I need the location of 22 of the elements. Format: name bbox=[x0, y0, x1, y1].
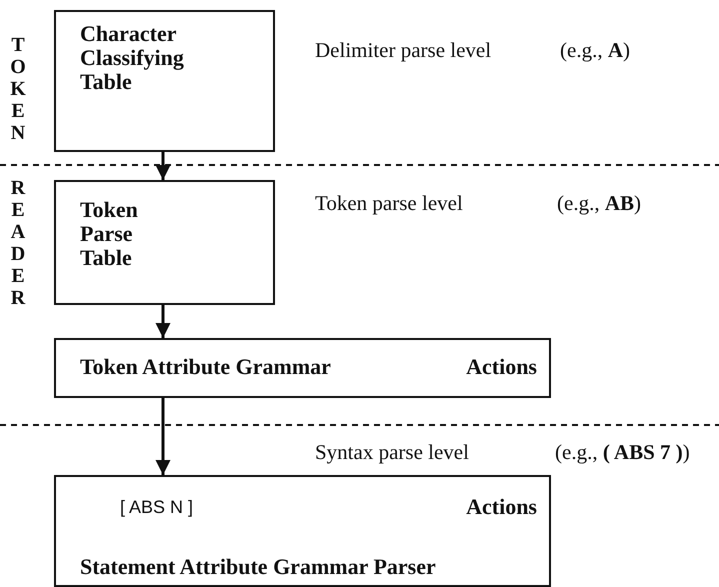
vertical-label: READER bbox=[10, 177, 26, 309]
box-title: Character Classifying Table bbox=[80, 22, 185, 94]
level-label: Token parse level bbox=[315, 191, 463, 215]
level-label: (e.g., A) bbox=[560, 38, 630, 62]
process-box bbox=[54, 180, 275, 305]
box-text: Token Attribute Grammar bbox=[80, 355, 331, 379]
box-title: Token Parse Table bbox=[80, 198, 139, 270]
level-label: (e.g., ( ABS 7 )) bbox=[555, 440, 690, 464]
process-box bbox=[54, 475, 551, 587]
vertical-label: TOKEN bbox=[9, 34, 27, 144]
level-label: Delimiter parse level bbox=[315, 38, 492, 62]
arrow bbox=[156, 152, 170, 180]
arrow bbox=[156, 398, 170, 475]
process-box bbox=[54, 10, 275, 152]
box-text: Actions bbox=[466, 355, 537, 379]
arrow bbox=[156, 305, 170, 338]
box-text: Actions bbox=[466, 495, 537, 519]
level-label: Syntax parse level bbox=[315, 440, 469, 464]
box-text: Statement Attribute Grammar Parser bbox=[80, 555, 436, 579]
level-label: (e.g., AB) bbox=[557, 191, 642, 215]
process-box bbox=[54, 338, 551, 398]
box-text: [ ABS N ] bbox=[120, 496, 194, 519]
